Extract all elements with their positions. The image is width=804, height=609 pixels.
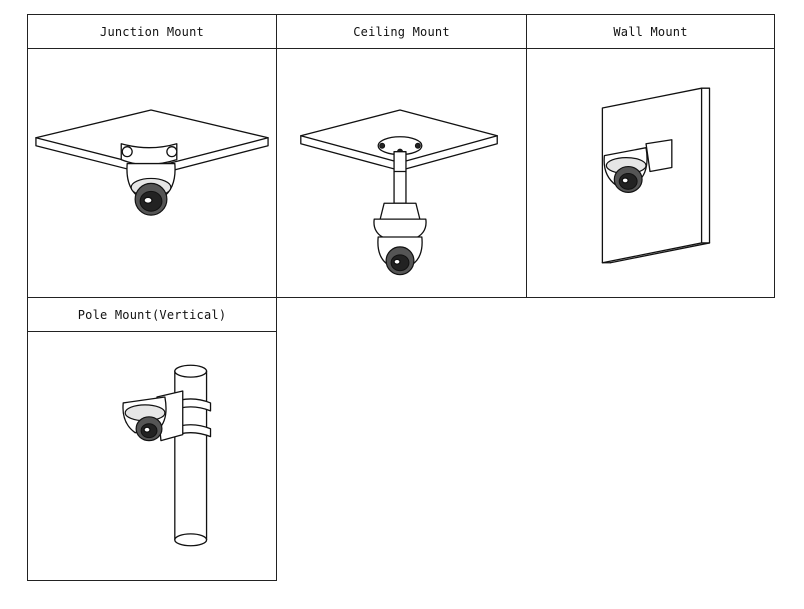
mount-cell-junction: Junction Mount <box>27 14 277 298</box>
mount-label-pole: Pole Mount(Vertical) <box>28 298 276 332</box>
mount-label-wall: Wall Mount <box>527 15 774 49</box>
junction-mount-illustration-icon <box>28 48 276 297</box>
mount-cell-pole: Pole Mount(Vertical) <box>27 297 277 581</box>
mount-cell-wall: Wall Mount <box>526 14 775 298</box>
mount-label-ceiling: Ceiling Mount <box>277 15 526 49</box>
pole-mount-illustration-icon <box>28 331 276 580</box>
ceiling-mount-illustration-icon <box>277 48 526 297</box>
mount-label-junction: Junction Mount <box>28 15 276 49</box>
mount-cell-ceiling: Ceiling Mount <box>276 14 527 298</box>
wall-mount-illustration-icon <box>527 48 774 297</box>
